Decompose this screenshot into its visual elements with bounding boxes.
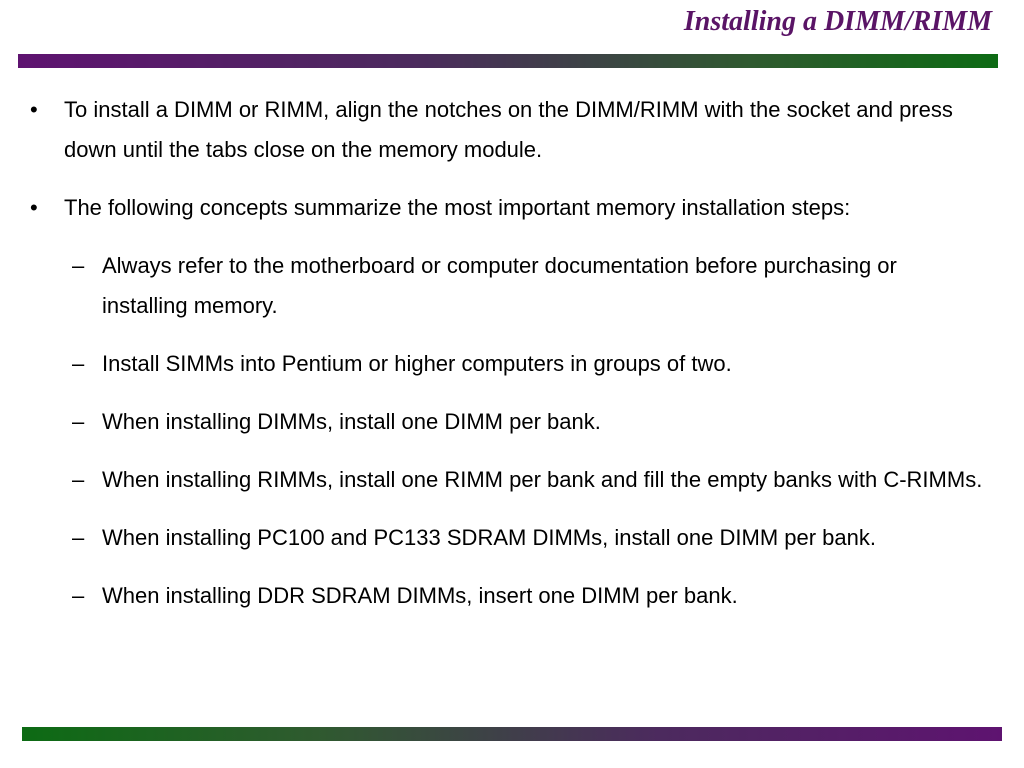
sub-bullet-text: Always refer to the motherboard or compu… xyxy=(102,253,897,318)
bullet-marker: • xyxy=(30,195,38,220)
sub-bullet-item: – When installing DDR SDRAM DIMMs, inser… xyxy=(28,576,988,616)
sub-bullet-marker: – xyxy=(72,467,85,492)
bottom-divider-bar xyxy=(22,727,1002,741)
sub-bullet-item: – When installing PC100 and PC133 SDRAM … xyxy=(28,518,988,558)
sub-bullet-marker: – xyxy=(72,253,85,278)
bullet-item: • The following concepts summarize the m… xyxy=(28,188,988,228)
sub-bullet-item: – When installing DIMMs, install one DIM… xyxy=(28,402,988,442)
bullet-text: The following concepts summarize the mos… xyxy=(64,195,851,220)
slide-title: Installing a DIMM/RIMM xyxy=(683,6,992,37)
sub-bullet-marker: – xyxy=(72,583,85,608)
sub-bullet-item: – When installing RIMMs, install one RIM… xyxy=(28,460,988,500)
sub-bullet-item: – Install SIMMs into Pentium or higher c… xyxy=(28,344,988,384)
bullet-marker: • xyxy=(30,97,38,122)
sub-bullet-text: Install SIMMs into Pentium or higher com… xyxy=(102,351,732,376)
top-divider-bar xyxy=(18,54,998,68)
sub-bullet-marker: – xyxy=(72,351,85,376)
sub-bullet-marker: – xyxy=(72,525,85,550)
bullet-item: • To install a DIMM or RIMM, align the n… xyxy=(28,90,988,170)
bullet-text: To install a DIMM or RIMM, align the not… xyxy=(64,97,953,162)
sub-bullet-text: When installing DIMMs, install one DIMM … xyxy=(102,409,601,434)
sub-bullet-text: When installing RIMMs, install one RIMM … xyxy=(102,467,983,492)
sub-bullet-marker: – xyxy=(72,409,85,434)
sub-bullet-text: When installing PC100 and PC133 SDRAM DI… xyxy=(102,525,876,550)
sub-bullet-text: When installing DDR SDRAM DIMMs, insert … xyxy=(102,583,738,608)
sub-bullet-item: – Always refer to the motherboard or com… xyxy=(28,246,988,326)
slide-body: • To install a DIMM or RIMM, align the n… xyxy=(28,90,988,634)
